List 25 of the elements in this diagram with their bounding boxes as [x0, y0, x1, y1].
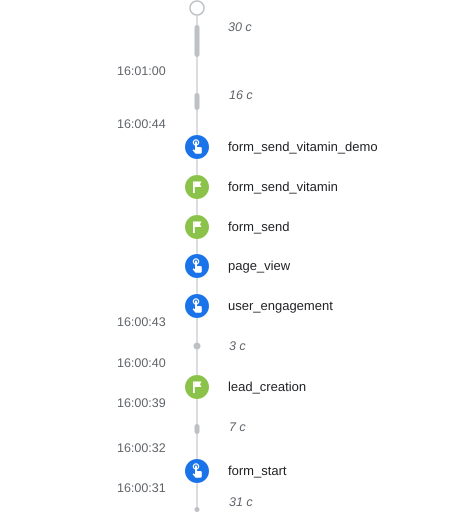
- timestamp: 16:00:44: [117, 116, 166, 132]
- timestamp: 16:00:43: [117, 314, 166, 330]
- timeline-line: [196, 399, 198, 459]
- timestamp: 16:00:32: [117, 440, 166, 456]
- duration-label: 16 с: [229, 87, 253, 103]
- timeline-line: [196, 159, 198, 175]
- event-name: page_view: [228, 258, 290, 274]
- event-name: lead_creation: [228, 379, 306, 395]
- timeline-line: [196, 278, 198, 294]
- timestamp: 16:00:40: [117, 355, 166, 371]
- duration-label: 3 с: [229, 338, 246, 354]
- timestamp: 16:00:39: [117, 395, 166, 411]
- timeline-line: [196, 239, 198, 254]
- timestamp: 16:01:00: [117, 63, 166, 79]
- event-name: user_engagement: [228, 298, 333, 314]
- event-name: form_start: [228, 463, 287, 479]
- timeline-line: [196, 199, 198, 215]
- event-name: form_send: [228, 219, 290, 235]
- event-name: form_send_vitamin_demo: [228, 139, 378, 155]
- timestamp: 16:00:31: [117, 480, 166, 496]
- event-name: form_send_vitamin: [228, 179, 338, 195]
- duration-label: 31 с: [229, 494, 253, 510]
- duration-label: 30 с: [228, 19, 252, 35]
- duration-label: 7 с: [229, 419, 246, 435]
- timeline-line: [196, 318, 198, 375]
